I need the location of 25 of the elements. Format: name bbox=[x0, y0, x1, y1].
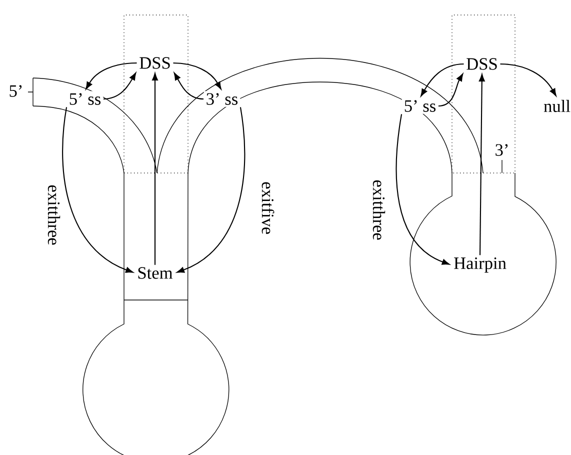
state-label: Hairpin bbox=[452, 255, 508, 275]
arrow bbox=[174, 72, 204, 100]
state-label: 3’ ss bbox=[204, 91, 240, 107]
arrow bbox=[438, 74, 464, 107]
arrow bbox=[500, 63, 556, 96]
state-label: DSS bbox=[137, 55, 173, 71]
end-label: 5’ bbox=[10, 85, 22, 97]
state-label: 5’ ss bbox=[402, 98, 438, 114]
state-label: null bbox=[542, 98, 571, 114]
arrow bbox=[176, 107, 246, 273]
arrow bbox=[173, 62, 222, 90]
arrow bbox=[86, 62, 137, 90]
state-label: DSS bbox=[464, 56, 500, 72]
edge-label: exitthree bbox=[372, 180, 386, 240]
state-label: 5’ ss bbox=[66, 91, 104, 107]
arrow bbox=[420, 63, 464, 96]
state-label: Stem bbox=[135, 265, 175, 281]
arrow bbox=[478, 74, 485, 256]
edge-label: exitfive bbox=[262, 182, 274, 234]
edge-label: exitthree bbox=[48, 185, 60, 245]
arrow bbox=[396, 114, 450, 265]
end-label: 3’ bbox=[496, 144, 508, 156]
arrow bbox=[103, 72, 136, 100]
arrow bbox=[62, 107, 134, 273]
arrow bbox=[152, 72, 158, 265]
